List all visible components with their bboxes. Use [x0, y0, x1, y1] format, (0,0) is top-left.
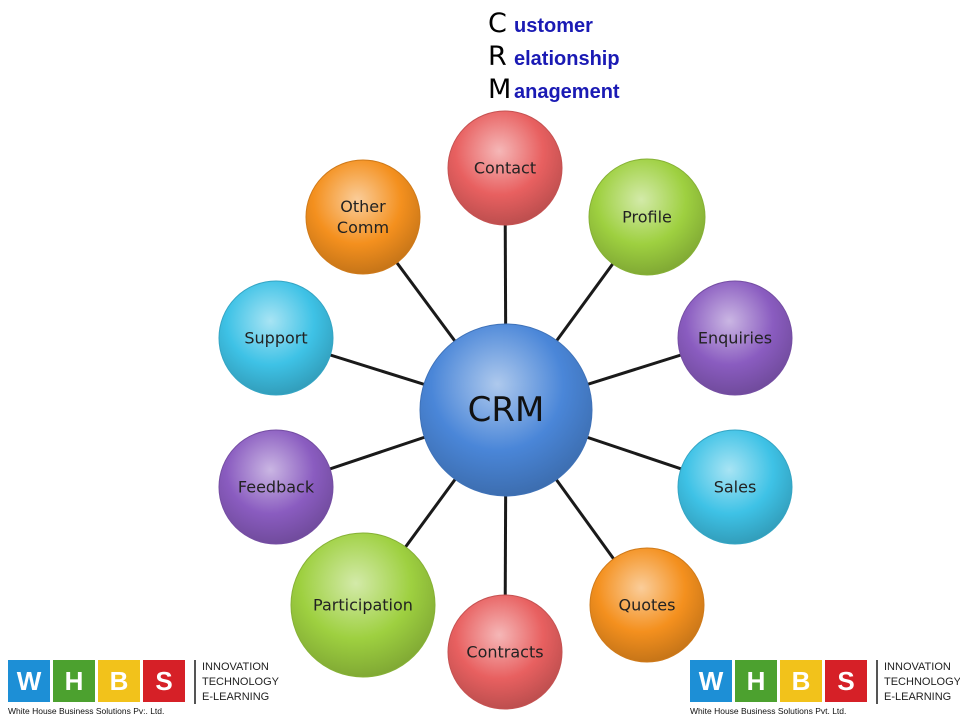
node-circle-enquiries [677, 280, 793, 396]
logo-tagline: INNOVATION TECHNOLOGY E-LEARNING [202, 660, 279, 705]
logo-tile-w: W [690, 660, 732, 702]
node-profile: Profile [588, 158, 706, 276]
logo-divider [876, 660, 878, 704]
node-sales: Sales [677, 429, 793, 545]
logo-tagline: INNOVATION TECHNOLOGY E-LEARNING [884, 660, 960, 705]
logo-tile-b: B [780, 660, 822, 702]
logo-tiles: W H B S [690, 660, 960, 702]
crm-hub-label: CRM [468, 390, 545, 430]
node-label-other-comm: Other [340, 197, 386, 216]
node-support: Support [218, 280, 334, 396]
node-label-profile: Profile [622, 208, 672, 227]
logo-tile-s: S [143, 660, 185, 702]
acronym-letter: C [488, 8, 507, 39]
logo-tile-w: W [8, 660, 50, 702]
node-label-support: Support [244, 329, 307, 348]
logo-tiles: W H B S [8, 660, 288, 702]
node-label-feedback: Feedback [238, 478, 315, 497]
node-label-contact: Contact [474, 159, 536, 178]
node-circle-other-comm [305, 159, 421, 275]
logo-company-name: White House Business Solutions Pv:. Ltd. [8, 706, 165, 716]
node-feedback: Feedback [218, 429, 334, 545]
acronym-word: anagement [514, 81, 620, 103]
node-contact: Contact [447, 110, 563, 226]
tagline-line: TECHNOLOGY [884, 676, 960, 688]
tagline-line: E-LEARNING [884, 691, 952, 703]
node-participation: Participation [290, 532, 436, 678]
node-circle-support [218, 280, 334, 396]
node-label-sales: Sales [714, 478, 757, 497]
acronym-letter: M [488, 74, 512, 105]
tagline-line: TECHNOLOGY [202, 676, 280, 688]
acronym-letter: R [488, 41, 507, 72]
crm-hub: CRM [419, 323, 593, 497]
crm-nodes: ContactProfileEnquiriesSalesQuotesContra… [218, 110, 793, 710]
logo-tile-h: H [53, 660, 95, 702]
node-circle-sales [677, 429, 793, 545]
node-circle-participation [290, 532, 436, 678]
logo-company-name: White House Business Solutions Pvt. Ltd. [690, 706, 847, 716]
logo-tile-s: S [825, 660, 867, 702]
node-circle-feedback [218, 429, 334, 545]
crm-hub-circle [419, 323, 593, 497]
logo-tile-b: B [98, 660, 140, 702]
node-quotes: Quotes [589, 547, 705, 663]
tagline-line: E-LEARNING [202, 691, 270, 703]
node-circle-profile [588, 158, 706, 276]
logo-divider [194, 660, 196, 704]
acronym-word: elationship [514, 48, 620, 70]
acronym-word: ustomer [514, 15, 593, 37]
tagline-line: INNOVATION [884, 661, 951, 673]
node-circle-contracts [447, 594, 563, 710]
node-label-quotes: Quotes [619, 596, 676, 615]
node-label-participation: Participation [313, 596, 413, 615]
whbs-logo-left: W H B S INNOVATION TECHNOLOGY E-LEARNING… [8, 660, 288, 720]
node-label-contracts: Contracts [466, 643, 543, 662]
node-label-other-comm: Comm [337, 218, 389, 237]
tagline-line: INNOVATION [202, 661, 269, 673]
node-label-enquiries: Enquiries [698, 329, 772, 348]
whbs-logo-right: W H B S INNOVATION TECHNOLOGY E-LEARNING… [690, 660, 960, 720]
node-circle-contact [447, 110, 563, 226]
node-circle-quotes [589, 547, 705, 663]
node-contracts: Contracts [447, 594, 563, 710]
logo-tile-h: H [735, 660, 777, 702]
node-enquiries: Enquiries [677, 280, 793, 396]
